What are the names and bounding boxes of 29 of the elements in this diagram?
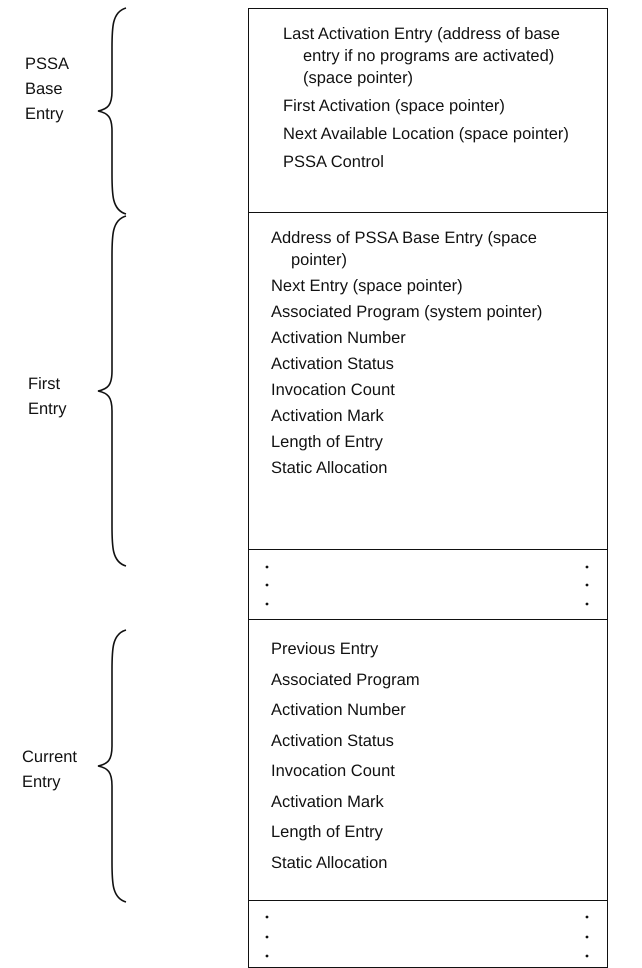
field-label: Next Available Location (space pointer) [283,124,570,145]
section-label: Current Entry [22,747,78,793]
field-label: First Activation (space pointer) [283,96,506,117]
field-label: Static Allocation [271,852,388,874]
field-label: PSSA Control [283,152,385,173]
field-label: Invocation Count [271,380,396,401]
field-label: Activation Mark [271,406,385,427]
field-label: Activation Status [271,730,395,752]
field-label: Activation Status [271,354,395,375]
field-label: Associated Program [271,670,421,690]
field-label: Next Entry (space pointer) [271,276,464,297]
record-box [248,8,608,214]
field-label: Static Allocation [271,458,388,479]
section-label: First Entry [28,374,68,420]
record-box [248,619,608,902]
record-box [248,212,608,551]
field-label: Address of PSSA Base Entry (space pointer) [271,228,538,271]
field-label: Previous Entry [271,639,380,660]
field-label: Length of Entry [271,432,384,453]
field-label: Activation Number [271,700,407,721]
field-label: Last Activation Entry (address of base entry if no programs are activated) (space pointer) [283,24,561,89]
section-label: PSSA Base Entry [25,54,70,125]
field-label: Associated Program (system pointer) [271,302,544,323]
field-label: Invocation Count [271,761,396,782]
continuation-box [248,900,608,968]
field-label: Length of Entry [271,822,384,843]
continuation-box [248,549,608,621]
field-label: Activation Mark [271,792,385,812]
field-label: Activation Number [271,328,407,349]
